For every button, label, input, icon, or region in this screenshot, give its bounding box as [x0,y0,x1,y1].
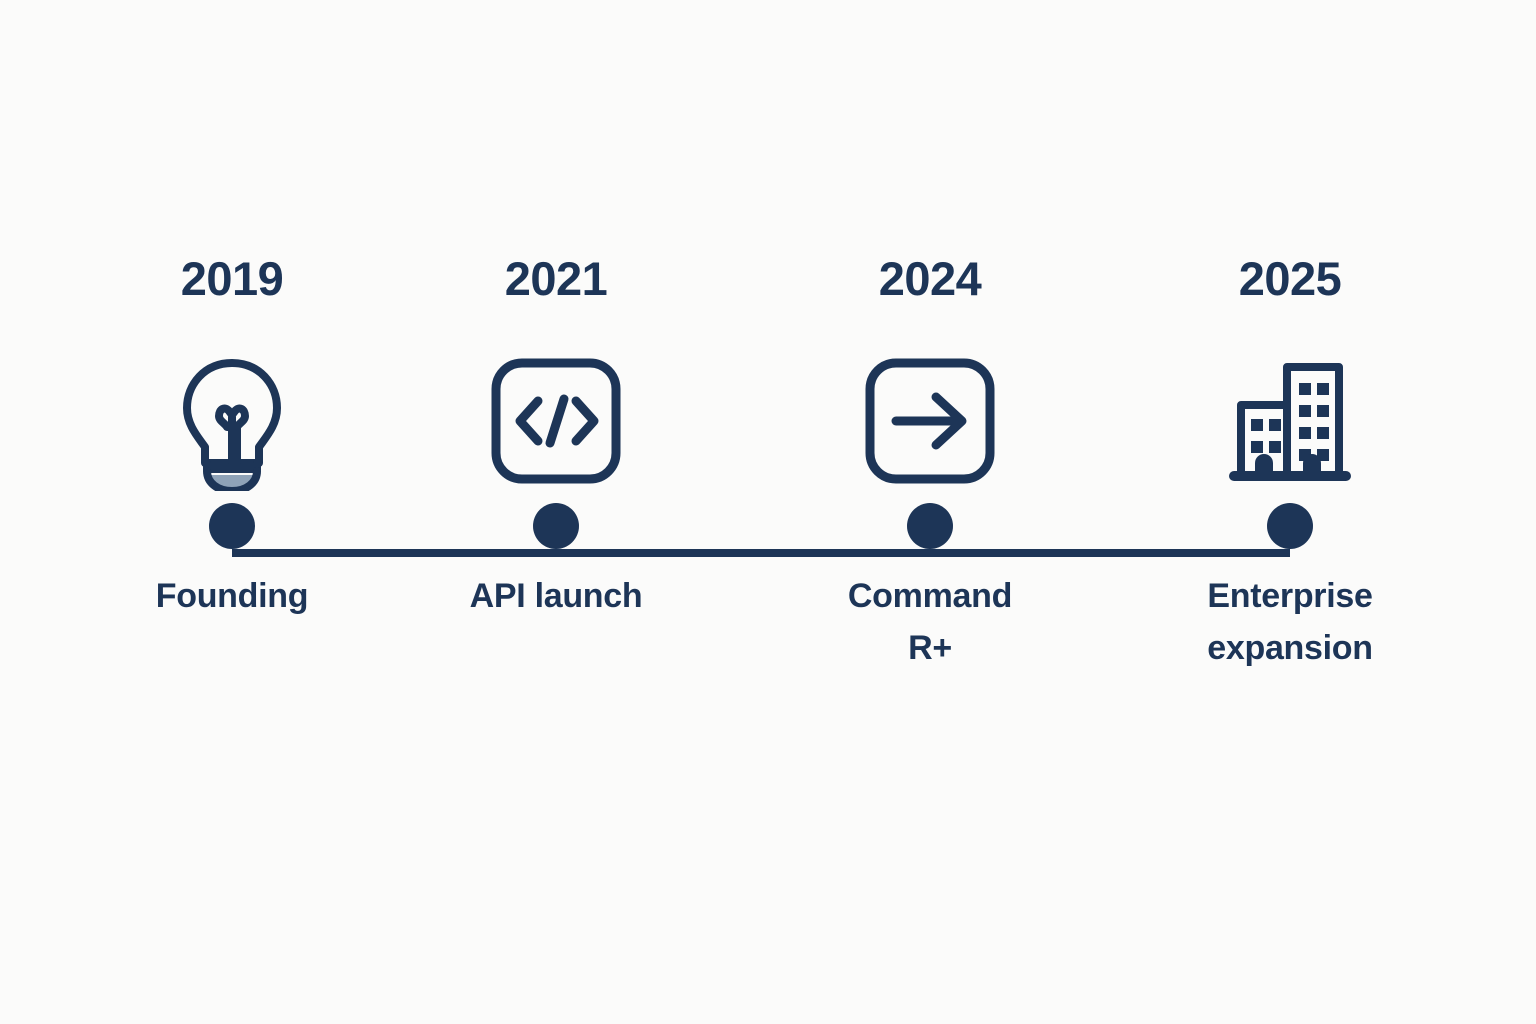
office-buildings-icon [1160,346,1420,496]
milestone-dot-slot [1160,498,1420,554]
timeline-milestone-2019[interactable]: 2019 Founding [102,250,362,622]
timeline-milestone-2024[interactable]: 2024 Command R+ [800,250,1060,674]
timeline-dot[interactable] [907,503,953,549]
timeline-dot[interactable] [209,503,255,549]
timeline-milestone-2021[interactable]: 2021 API launch [426,250,686,622]
milestone-year: 2024 [878,252,982,305]
milestone-label: Founding [155,577,309,615]
milestone-year: 2019 [180,252,284,305]
timeline-dot[interactable] [1267,503,1313,549]
lightbulb-icon [102,346,362,496]
milestone-dot-slot [800,498,1060,554]
milestone-label: API launch [469,577,643,615]
milestone-year: 2021 [504,252,608,305]
timeline-dot[interactable] [533,503,579,549]
milestone-dot-slot [102,498,362,554]
milestone-year: 2025 [1238,252,1342,305]
milestone-dot-slot [426,498,686,554]
arrow-right-box-icon [800,346,1060,496]
milestone-label: Command R+ [847,577,1013,667]
timeline-axis-line [232,549,1290,557]
timeline-milestone-2025[interactable]: 2025 [1160,250,1420,674]
milestone-label: Enterprise expansion [1207,577,1373,667]
code-brackets-icon [426,346,686,496]
